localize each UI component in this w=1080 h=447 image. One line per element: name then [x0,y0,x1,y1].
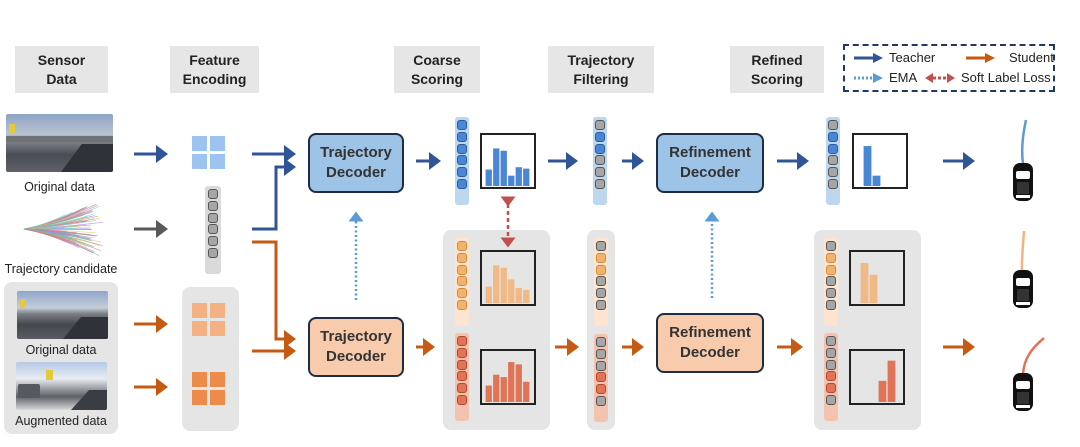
car-icon [1013,163,1033,201]
arrow-candidates-to-student-decoder [252,242,293,339]
teacher-output-trajectory [1022,120,1026,164]
car-icon [1013,270,1033,308]
car-icon [1013,373,1033,411]
student-augmented-output-trajectory [1023,338,1044,374]
arrow-candidates-to-teacher-decoder [252,167,293,229]
